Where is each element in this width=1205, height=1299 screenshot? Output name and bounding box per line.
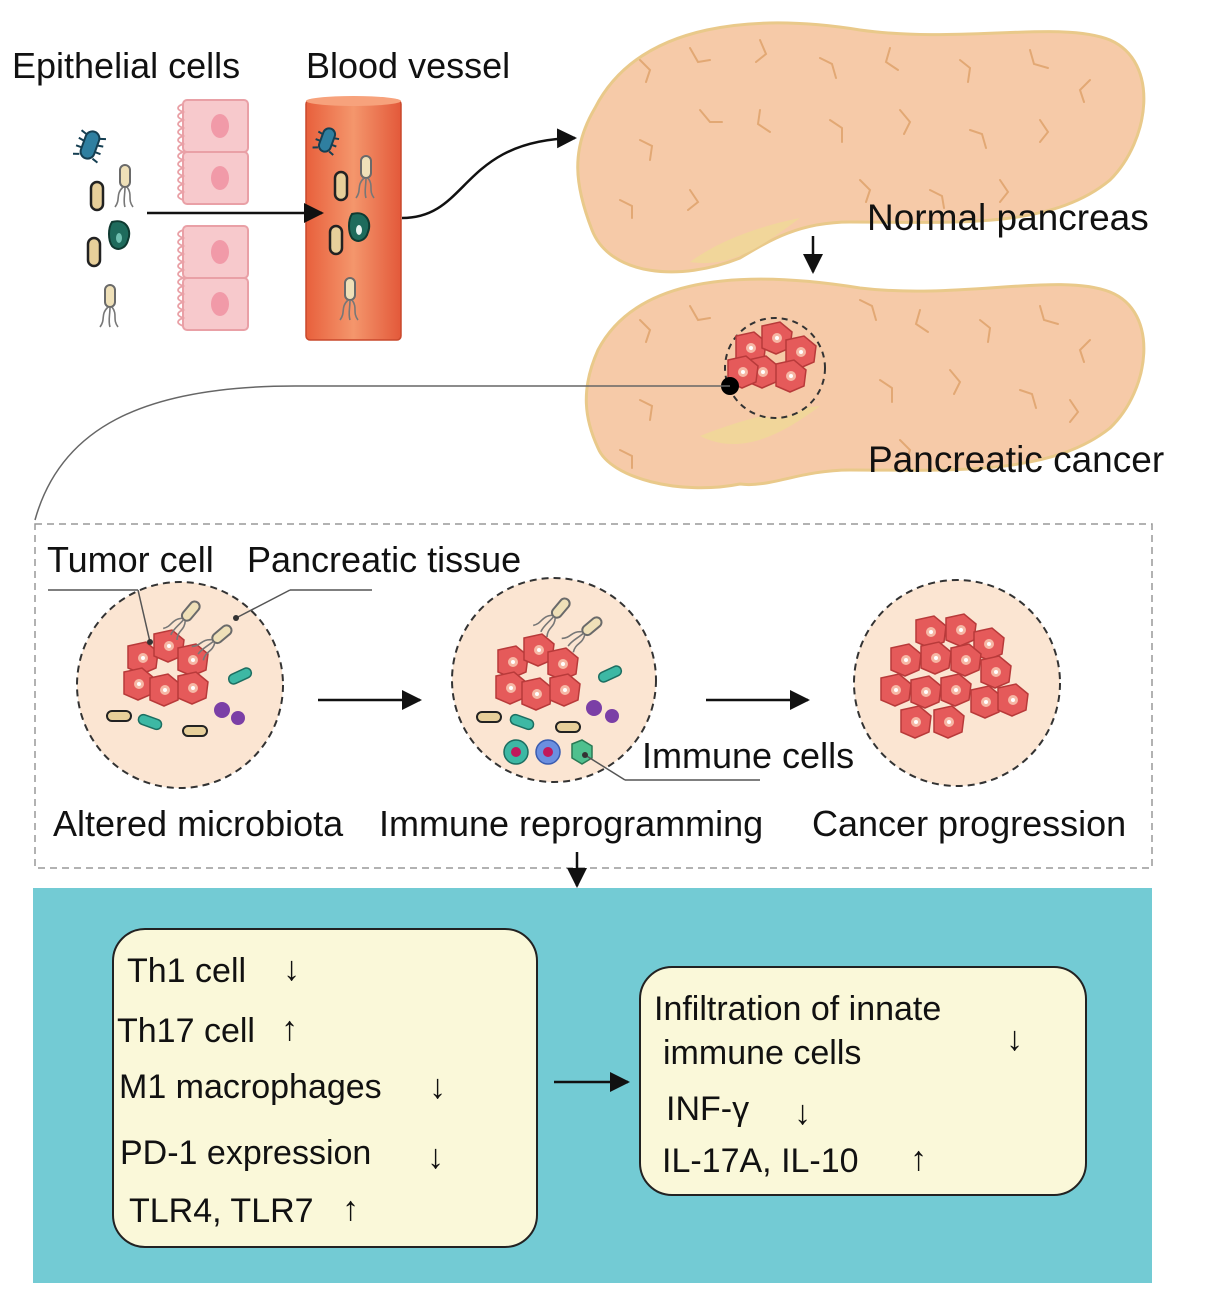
cancer-pancreas [584, 277, 1146, 490]
rod-bacterium-icon [89, 180, 105, 212]
infiltration-arrow-icon: ↓ [1006, 1020, 1023, 1058]
spiky-bacterium-icon [72, 129, 107, 164]
rod-bacterium-icon [86, 236, 102, 268]
zoom-connector-line [34, 385, 730, 521]
tlr-label: TLR4, TLR7 [129, 1192, 314, 1230]
vessel-to-pancreas-arrow [401, 128, 577, 220]
m1-macrophages-label: M1 macrophages [119, 1068, 382, 1106]
inf-gamma-arrow-icon: ↓ [794, 1094, 811, 1132]
epithelial-cell-stack [177, 99, 249, 331]
immune-changes-box: Th1 cell ↓ Th17 cell ↑ M1 macrophages ↓ … [112, 928, 538, 1248]
pd1-expression-arrow-icon: ↓ [427, 1138, 444, 1176]
immune-cell-icons [503, 739, 593, 765]
blood-vessel [305, 96, 402, 341]
infiltration-label-line2: immune cells [663, 1034, 861, 1072]
microenvironment-panel [34, 523, 1153, 869]
gut-bacteria-group [72, 129, 134, 328]
flagellated-bacterium-icon [99, 284, 119, 328]
th1-cell-arrow-icon: ↓ [283, 950, 300, 988]
tumor-cell-label: Tumor cell [47, 539, 214, 580]
normal-pancreas [576, 21, 1146, 274]
pancreatic-tissue-label: Pancreatic tissue [247, 539, 521, 580]
pancreatic-cancer-label: Pancreatic cancer [868, 439, 1164, 480]
il17a-il10-label: IL-17A, IL-10 [662, 1142, 859, 1180]
spiky-bacterium-icon [312, 127, 340, 156]
green-bacterium-icon [108, 220, 131, 250]
flagellated-bacterium-icon [114, 164, 134, 208]
cancer-progression-label: Cancer progression [812, 803, 1126, 844]
blood-vessel-label: Blood vessel [306, 45, 510, 86]
outcome-box: Infiltration of innate immune cells ↓ IN… [639, 966, 1087, 1196]
immune-cells-label: Immune cells [642, 735, 854, 776]
immune-reprogramming-label: Immune reprogramming [379, 803, 763, 844]
infiltration-label-line1: Infiltration of innate [654, 990, 941, 1028]
altered-microbiota-label: Altered microbiota [53, 803, 344, 844]
inf-gamma-label: INF-γ [666, 1090, 749, 1128]
normal-pancreas-label: Normal pancreas [867, 197, 1149, 238]
th1-cell-label: Th1 cell [127, 952, 246, 990]
m1-macrophages-arrow-icon: ↓ [429, 1068, 446, 1106]
altered-microbiota-circle [48, 581, 372, 789]
green-bacterium-icon [348, 212, 371, 242]
th17-cell-arrow-icon: ↑ [281, 1010, 298, 1048]
rod-bacterium-icon [328, 224, 344, 256]
immune-reprogramming-circle [451, 577, 760, 783]
rod-bacterium-icon [333, 170, 349, 202]
pd1-expression-label: PD-1 expression [120, 1134, 371, 1172]
cancer-progression-circle [853, 579, 1061, 787]
il17a-il10-arrow-icon: ↑ [910, 1140, 927, 1178]
th17-cell-label: Th17 cell [117, 1012, 255, 1050]
tlr-arrow-icon: ↑ [342, 1190, 359, 1228]
epithelial-cells-label: Epithelial cells [12, 45, 240, 86]
